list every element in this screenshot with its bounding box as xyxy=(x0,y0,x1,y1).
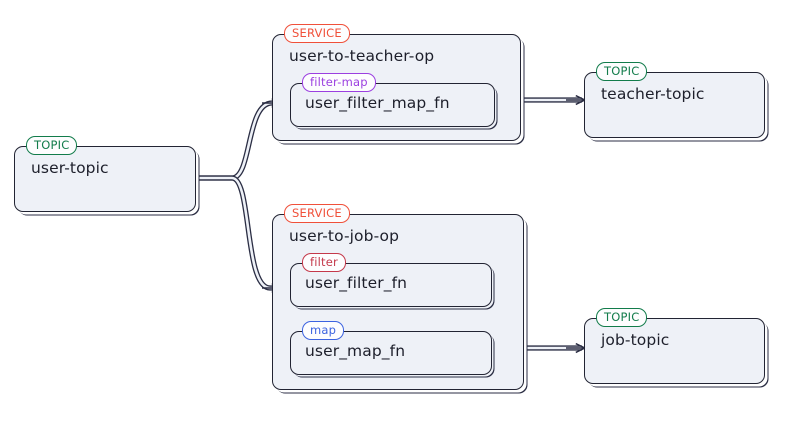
node-user-map-fn[interactable]: map user_map_fn xyxy=(290,321,492,375)
node-job-topic[interactable]: TOPIC job-topic xyxy=(584,308,765,384)
badge-map: map xyxy=(302,321,345,341)
node-label-user-to-teacher-op: user-to-teacher-op xyxy=(289,47,435,65)
badge-filter-map: filter-map xyxy=(302,73,376,93)
badge-topic: TOPIC xyxy=(26,136,78,156)
badge-topic: TOPIC xyxy=(596,308,648,328)
badge-filter: filter xyxy=(302,253,346,273)
node-user-to-teacher-op[interactable]: SERVICE user-to-teacher-op filter-map us… xyxy=(272,24,521,141)
node-label-user-filter-fn: user_filter_fn xyxy=(305,274,408,292)
node-label-user-filter-map-fn: user_filter_map_fn xyxy=(305,94,450,112)
badge-topic: TOPIC xyxy=(596,62,648,82)
badge-service: SERVICE xyxy=(284,24,350,44)
node-label-job-topic: job-topic xyxy=(601,331,670,349)
badge-service: SERVICE xyxy=(284,204,350,224)
node-user-to-job-op[interactable]: SERVICE user-to-job-op filter user_filte… xyxy=(272,204,524,390)
node-user-filter-map-fn[interactable]: filter-map user_filter_map_fn xyxy=(290,73,495,127)
node-label-user-map-fn: user_map_fn xyxy=(305,342,406,360)
node-user-topic[interactable]: TOPIC user-topic xyxy=(14,136,196,212)
node-teacher-topic[interactable]: TOPIC teacher-topic xyxy=(584,62,765,138)
node-label-user-to-job-op: user-to-job-op xyxy=(289,227,400,245)
node-label-teacher-topic: teacher-topic xyxy=(601,85,705,103)
edge-user-topic-to-teacher-op xyxy=(196,103,280,181)
node-user-filter-fn[interactable]: filter user_filter_fn xyxy=(290,253,492,307)
edge-user-topic-to-job-op xyxy=(196,175,280,288)
node-label-user-topic: user-topic xyxy=(31,159,109,177)
